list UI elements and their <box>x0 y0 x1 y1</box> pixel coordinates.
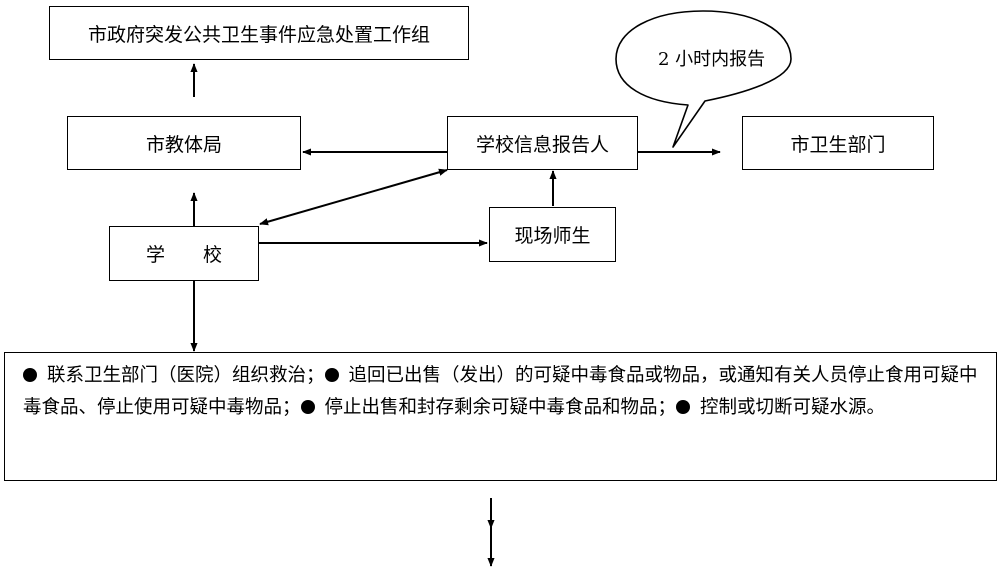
node-work-group: 市政府突发公共卫生事件应急处置工作组 <box>49 6 469 60</box>
bullet-icon <box>676 400 691 414</box>
node-education-bureau: 市教体局 <box>67 116 301 170</box>
action-item: 控制或切断可疑水源。 <box>700 397 886 418</box>
node-health-dept: 市卫生部门 <box>742 116 934 170</box>
node-school: 学 校 <box>109 226 259 281</box>
action-item: 追回已出售（发出）的可疑中毒食品或物品，或通知有关人员停止食用可疑中毒食品、停止… <box>23 365 978 418</box>
actions-box: 联系卫生部门（医院）组织救治；追回已出售（发出）的可疑中毒食品或物品，或通知有关… <box>4 352 997 481</box>
node-onsite: 现场师生 <box>489 207 616 262</box>
bullet-icon <box>23 368 37 382</box>
arrow-school-reporter-both <box>259 168 448 226</box>
bullet-icon <box>324 368 339 382</box>
node-school-reporter: 学校信息报告人 <box>447 116 638 170</box>
callout-bubble <box>615 10 792 148</box>
action-item: 联系卫生部门（医院）组织救治； <box>47 365 325 386</box>
callout-label: 2 小时内报告 <box>658 49 766 70</box>
action-item: 停止出售和封存剩余可疑中毒食品和物品； <box>324 397 677 418</box>
bullet-icon <box>300 400 315 414</box>
